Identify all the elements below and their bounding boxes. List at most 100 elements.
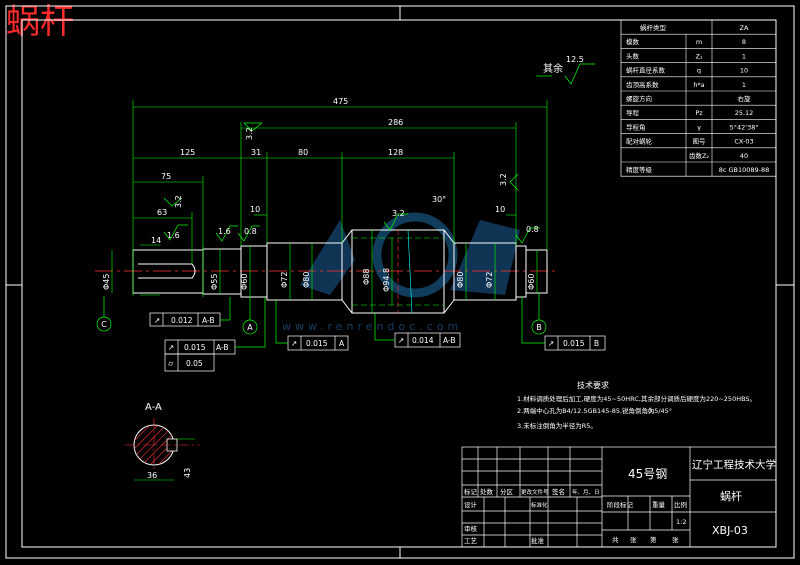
- param-row-value: 1: [742, 52, 746, 60]
- tb-zhang-1: 张: [630, 535, 637, 544]
- dim-phi-root: Φ94.8: [382, 268, 391, 292]
- tol-6-value: 0.015: [563, 339, 585, 348]
- roughness-qiyu-label: 其余: [543, 62, 563, 75]
- tb-zhang-2: 张: [672, 535, 679, 544]
- roughness-h: 3.2: [499, 173, 508, 186]
- tb-chushu: 处数: [480, 487, 494, 496]
- dim-75: 75: [161, 172, 171, 181]
- tol-3-value: 0.05: [186, 359, 203, 368]
- roughness-b: 3.2: [174, 195, 183, 208]
- dim-125: 125: [180, 148, 195, 157]
- tb-drawing-no: XBJ-03: [712, 524, 748, 537]
- tb-biaozhunhua: 标准化: [531, 501, 548, 509]
- section-title: A-A: [145, 402, 162, 413]
- tol-5-symbol: ↗: [398, 336, 404, 345]
- section-aa: A-A 36 43: [125, 402, 200, 481]
- dim-128: 128: [388, 148, 403, 157]
- param-row-value: 右旋: [738, 94, 752, 103]
- tb-pizhun: 批准: [531, 536, 545, 545]
- param-row-sym: Z₁: [695, 52, 702, 60]
- param-row-name: 头数: [626, 51, 640, 60]
- tol-5-value: 0.014: [412, 336, 434, 345]
- watermark-text: www.renrendoc.com: [282, 320, 462, 333]
- param-row-name: 导程: [626, 108, 640, 117]
- datum-a: A: [247, 323, 253, 332]
- tol-4-value: 0.015: [306, 339, 328, 348]
- tb-nianyueri: 年、月、日: [572, 488, 600, 496]
- drawing-corner-title: 蜗杆: [6, 2, 74, 42]
- param-row-name: 配对蜗轮: [626, 137, 653, 146]
- roughness-e: 0.8: [244, 227, 257, 236]
- tb-gongyi: 工艺: [464, 537, 478, 545]
- dim-angle30: 30°: [432, 195, 446, 204]
- param-row-name: 齿顶高系数: [626, 80, 659, 89]
- dim-10b: 10: [495, 205, 505, 214]
- section-dim-36: 36: [147, 471, 157, 480]
- tb-school: 辽宁工程技术大学: [692, 458, 776, 471]
- tb-zhongliang: 重量: [652, 501, 666, 509]
- param-row-name: 导程角: [626, 122, 646, 131]
- tol-2-ref: A-B: [216, 343, 229, 352]
- param-row-value: 1: [742, 81, 746, 89]
- tb-biaoji: 标记: [464, 487, 478, 496]
- roughness-a: 3.2: [245, 127, 254, 140]
- dim-475: 475: [333, 97, 348, 106]
- param-row-value: 8c GB10089-88: [719, 166, 770, 174]
- dim-phi-left2: Φ55: [210, 274, 219, 290]
- tol-4-ref: A: [339, 339, 345, 348]
- dim-10a: 10: [250, 205, 260, 214]
- roughness-f: 3.2: [392, 209, 405, 218]
- dim-phi-s4: Φ80: [302, 272, 311, 288]
- tb-gengai: 更改文件号: [521, 488, 549, 496]
- dim-phi-s3: Φ72: [280, 272, 289, 288]
- tb-fenqu: 分区: [500, 487, 514, 496]
- param-row-name: 精度等级: [626, 165, 653, 174]
- param-row-sym: m: [696, 38, 702, 46]
- param-row-sym: 图号: [693, 138, 707, 146]
- dim-31: 31: [251, 148, 261, 157]
- dim-63: 63: [157, 208, 167, 217]
- tech-item-1: 1.材料调质处理后加工,硬度为45~50HRC,其余部分调质后硬度为220~25…: [517, 394, 756, 403]
- datum-b: B: [536, 323, 542, 332]
- tb-jieduan: 阶段标记: [607, 500, 634, 509]
- tol-3-symbol: ⌭: [168, 359, 174, 368]
- datum-markers: [96, 293, 547, 335]
- param-row-name: 蜗杆直径系数: [626, 66, 666, 75]
- roughness-qiyu-value: 12.5: [566, 55, 584, 64]
- tb-shenhe: 审核: [464, 524, 478, 533]
- dim-286: 286: [388, 118, 403, 127]
- dim-phi-s6: Φ80: [456, 272, 465, 288]
- tb-di: 第: [650, 535, 657, 544]
- tb-gong: 共: [612, 535, 619, 544]
- param-header-name: 蜗杆类型: [640, 23, 667, 32]
- dim-phi-left: Φ45: [102, 274, 111, 290]
- tol-1-symbol: ↗: [154, 316, 160, 325]
- dim-phi-worm: Φ88: [362, 269, 371, 285]
- dim-key: 14: [151, 236, 161, 245]
- tech-item-2-tail: 0.5/45°: [648, 407, 672, 415]
- tolerance-frames: [149, 297, 606, 372]
- param-row-sym: Pz: [695, 109, 703, 117]
- param-row-sym: γ: [697, 123, 701, 131]
- diameter-dims: [111, 230, 538, 313]
- title-block: [461, 446, 777, 548]
- dim-phi-s2: Φ60: [240, 274, 249, 290]
- param-row-name: 模数: [626, 37, 640, 46]
- tol-6-ref: B: [594, 339, 599, 348]
- tol-6-symbol: ↗: [548, 339, 554, 348]
- dim-phi-right: Φ60: [527, 274, 536, 290]
- param-row-value: 5°42'38": [730, 123, 759, 131]
- datum-c: C: [101, 320, 107, 329]
- param-row-value: 8: [742, 38, 746, 46]
- tech-title: 技术要求: [577, 380, 609, 390]
- param-row-sym: q: [697, 67, 701, 75]
- roughness-g: 0.8: [526, 225, 539, 234]
- dim-phi-s7: Φ72: [485, 272, 494, 288]
- param-row-sym: 齿数Z₂: [689, 151, 709, 160]
- dim-80: 80: [298, 148, 308, 157]
- tol-2-value: 0.015: [184, 343, 206, 352]
- tb-material: 45号钢: [628, 467, 667, 481]
- param-row-value: 40: [740, 152, 748, 160]
- watermark-logo: www.renrendoc.com: [282, 212, 520, 333]
